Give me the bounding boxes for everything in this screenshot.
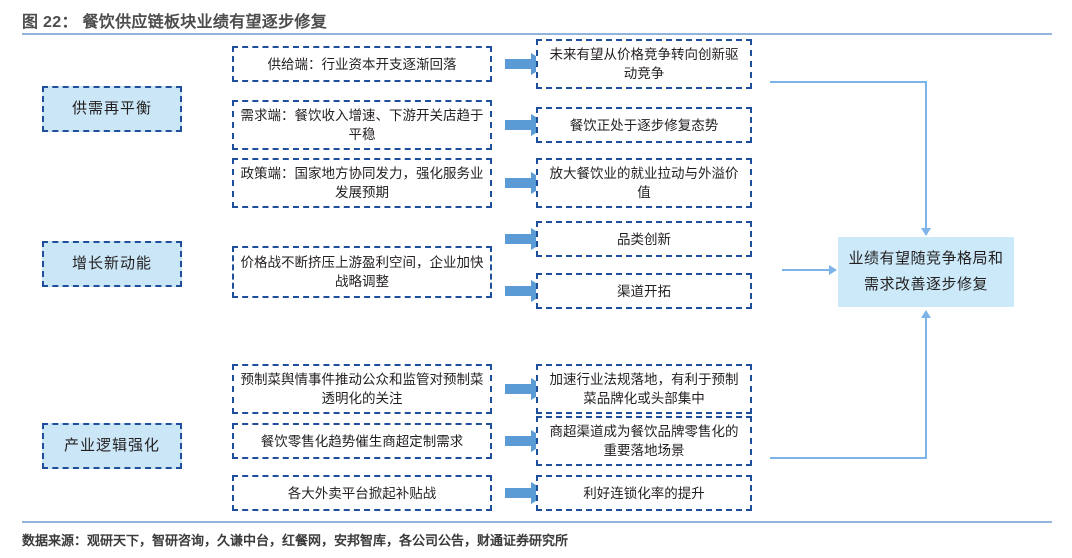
effect-box[interactable]: 餐饮正处于逐步修复态势 [536,107,752,143]
flow-diagram: 供需再平衡 增长新动能 产业逻辑强化 供给端：行业资本开支逐渐回落 未来有望从价… [0,34,1072,520]
title-divider [22,33,1052,35]
cause-text: 各大外卖平台掀起补贴战 [287,485,437,501]
effect-box[interactable]: 利好连锁化率的提升 [536,475,752,511]
conclusion-text: 业绩有望随竞争格局和需求改善逐步修复 [848,251,1004,293]
cause-box[interactable]: 餐饮零售化趋势催生商超定制需求 [232,423,492,459]
effect-text: 加速行业法规落地，有利于预制菜品牌化或头部集中 [549,372,739,406]
cause-box[interactable]: 需求端：餐饮收入增速、下游开关店趋于平稳 [232,100,492,150]
cause-text: 供给端：行业资本开支逐渐回落 [267,56,457,72]
cause-text: 需求端：餐饮收入增速、下游开关店趋于平稳 [240,108,484,142]
effect-text: 利好连锁化率的提升 [583,485,705,501]
connector-top-arrowhead-icon [921,228,931,236]
effect-text: 放大餐饮业的就业拉动与外溢价值 [549,166,739,200]
effect-box[interactable]: 渠道开拓 [536,273,752,309]
cause-text: 价格战不断挤压上游盈利空间，企业加快战略调整 [240,255,484,289]
conclusion-box[interactable]: 业绩有望随竞争格局和需求改善逐步修复 [838,237,1014,307]
source-note: 数据来源：观研天下，智研咨询，久谦中台，红餐网，安邦智库，各公司公告，财通证券研… [22,533,569,548]
cause-box[interactable]: 预制菜舆情事件推动公众和监管对预制菜透明化的关注 [232,364,492,414]
connector-top-vertical [925,81,927,229]
cause-box[interactable]: 政策端：国家地方协同发力，强化服务业发展预期 [232,158,492,208]
connector-bottom-arrowhead-icon [921,310,931,318]
category-box-new-growth-drivers[interactable]: 增长新动能 [42,241,182,287]
connector-top-horizontal [770,81,927,83]
effect-text: 餐饮正处于逐步修复态势 [569,117,719,133]
effect-text: 未来有望从价格竞争转向创新驱动竞争 [549,47,739,81]
category-label: 增长新动能 [71,255,152,272]
connector-middle-arrowhead-icon [829,265,837,275]
effect-text: 品类创新 [617,231,671,247]
effect-box[interactable]: 商超渠道成为餐饮品牌零售化的重要落地场景 [536,416,752,466]
category-box-supply-demand-rebalance[interactable]: 供需再平衡 [42,86,182,132]
connector-bottom-horizontal [770,457,927,459]
category-label: 供需再平衡 [71,100,152,117]
category-box-industry-logic-strengthening[interactable]: 产业逻辑强化 [42,423,182,469]
figure-title-bar: 图 22： 餐饮供应链板块业绩有望逐步修复 [22,8,1052,35]
connector-middle-horizontal [782,269,830,271]
effect-box[interactable]: 品类创新 [536,221,752,257]
effect-box[interactable]: 未来有望从价格竞争转向创新驱动竞争 [536,39,752,89]
effect-box[interactable]: 放大餐饮业的就业拉动与外溢价值 [536,158,752,208]
cause-box[interactable]: 各大外卖平台掀起补贴战 [232,475,492,511]
cause-text: 餐饮零售化趋势催生商超定制需求 [260,433,464,449]
effect-text: 渠道开拓 [617,283,671,299]
connector-bottom-vertical [925,317,927,459]
cause-box[interactable]: 供给端：行业资本开支逐渐回落 [232,46,492,82]
footer-divider [22,521,1052,523]
effect-box[interactable]: 加速行业法规落地，有利于预制菜品牌化或头部集中 [536,364,752,414]
page-title: 图 22： 餐饮供应链板块业绩有望逐步修复 [22,14,327,31]
cause-box[interactable]: 价格战不断挤压上游盈利空间，企业加快战略调整 [232,246,492,298]
category-label: 产业逻辑强化 [63,437,160,454]
effect-text: 商超渠道成为餐饮品牌零售化的重要落地场景 [549,424,739,458]
cause-text: 政策端：国家地方协同发力，强化服务业发展预期 [240,166,484,200]
cause-text: 预制菜舆情事件推动公众和监管对预制菜透明化的关注 [240,372,484,406]
